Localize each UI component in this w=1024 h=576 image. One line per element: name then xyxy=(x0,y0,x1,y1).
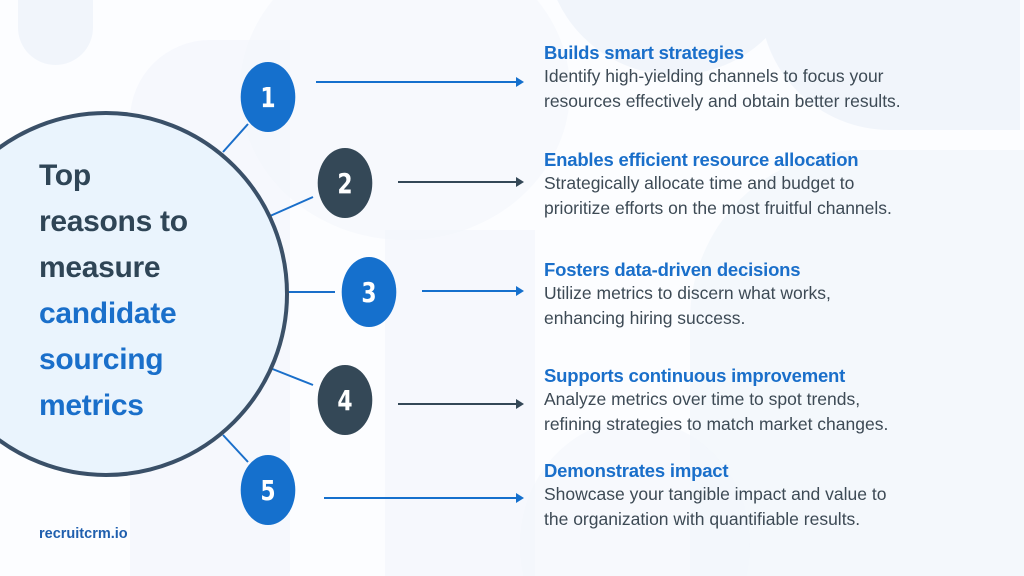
number-badge-3: 3 xyxy=(341,257,397,327)
number-badge-5: 5 xyxy=(240,455,296,525)
reason-item-1: Builds smart strategies Identify high-yi… xyxy=(544,42,1014,114)
reason-heading: Fosters data-driven decisions xyxy=(544,259,801,280)
arrow-2 xyxy=(398,177,524,187)
title-line: reasons to xyxy=(39,205,188,238)
reason-heading: Builds smart strategies xyxy=(544,42,745,63)
arrow-3 xyxy=(422,286,524,296)
reason-body: Identify high-yielding channels to focus… xyxy=(544,66,884,86)
reason-heading: Supports continuous improvement xyxy=(544,365,846,386)
title-line-highlight: sourcing xyxy=(39,343,164,376)
title-line: Top xyxy=(39,159,91,192)
reason-item-4: Supports continuous improvement Analyze … xyxy=(544,365,1014,437)
arrow-4 xyxy=(398,399,524,409)
reason-heading: Demonstrates impact xyxy=(544,460,729,481)
reason-heading: Enables efficient resource allocation xyxy=(544,149,859,170)
page-title: Top reasons to measure candidate sourcin… xyxy=(39,153,259,429)
title-line-highlight: metrics xyxy=(39,389,144,422)
reason-body: refining strategies to match market chan… xyxy=(544,414,889,434)
reason-body: Strategically allocate time and budget t… xyxy=(544,173,855,193)
brand-logo-text: recruitcrm.io xyxy=(39,526,128,542)
reason-item-2: Enables efficient resource allocation St… xyxy=(544,149,1014,221)
reason-body: Showcase your tangible impact and value … xyxy=(544,484,887,504)
reason-body: Analyze metrics over time to spot trends… xyxy=(544,389,861,409)
number-badge-4: 4 xyxy=(317,365,373,435)
title-line-highlight: candidate xyxy=(39,297,177,330)
title-line: measure xyxy=(39,251,161,284)
reason-body: enhancing hiring success. xyxy=(544,308,746,328)
reason-item-3: Fosters data-driven decisions Utilize me… xyxy=(544,259,1014,331)
title-circle xyxy=(0,111,289,477)
bg-shape xyxy=(240,0,570,240)
number-badge-2: 2 xyxy=(317,148,373,218)
reason-body: resources effectively and obtain better … xyxy=(544,91,901,111)
reason-body: the organization with quantifiable resul… xyxy=(544,509,861,529)
reason-body: prioritize efforts on the most fruitful … xyxy=(544,198,892,218)
number-badge-1: 1 xyxy=(240,62,296,132)
arrow-5 xyxy=(324,493,524,503)
arrow-1 xyxy=(316,77,524,87)
bg-shape xyxy=(18,0,93,65)
reason-body: Utilize metrics to discern what works, xyxy=(544,283,831,303)
bg-shape xyxy=(690,150,1024,576)
reason-item-5: Demonstrates impact Showcase your tangib… xyxy=(544,460,1014,532)
